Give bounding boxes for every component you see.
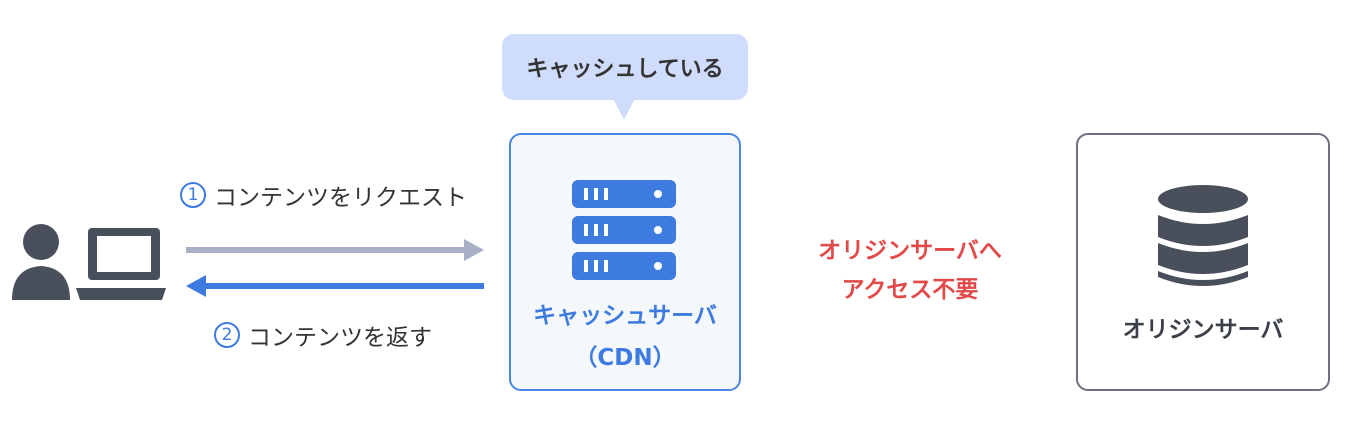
- step-request-label: コンテンツをリクエスト: [214, 185, 467, 211]
- step-response-label: コンテンツを返す: [248, 325, 432, 351]
- request-arrow: [186, 239, 484, 261]
- response-arrow: [186, 275, 484, 297]
- server-rack-icon: [572, 180, 676, 280]
- cache-status-text: キャッシュしている: [526, 57, 724, 82]
- step-number-1: 1: [180, 182, 206, 208]
- no-origin-access-note-line2: アクセス不要: [841, 277, 979, 303]
- step-number-2: 2: [214, 322, 240, 348]
- cdn-label: キャッシュサーバ: [533, 303, 717, 329]
- step-request: 1 コンテンツをリクエスト: [180, 178, 467, 212]
- no-origin-access-note-line1: オリジンサーバへ: [818, 238, 1002, 264]
- cache-status-bubble: キャッシュしている: [502, 34, 748, 100]
- user-with-laptop-icon: [12, 224, 166, 300]
- cdn-sublabel: （CDN）: [574, 345, 676, 371]
- database-icon: [1158, 185, 1248, 286]
- step-response: 2 コンテンツを返す: [214, 318, 432, 352]
- bubble-tail: [613, 98, 635, 120]
- origin-server-label: オリジンサーバ: [1122, 317, 1284, 343]
